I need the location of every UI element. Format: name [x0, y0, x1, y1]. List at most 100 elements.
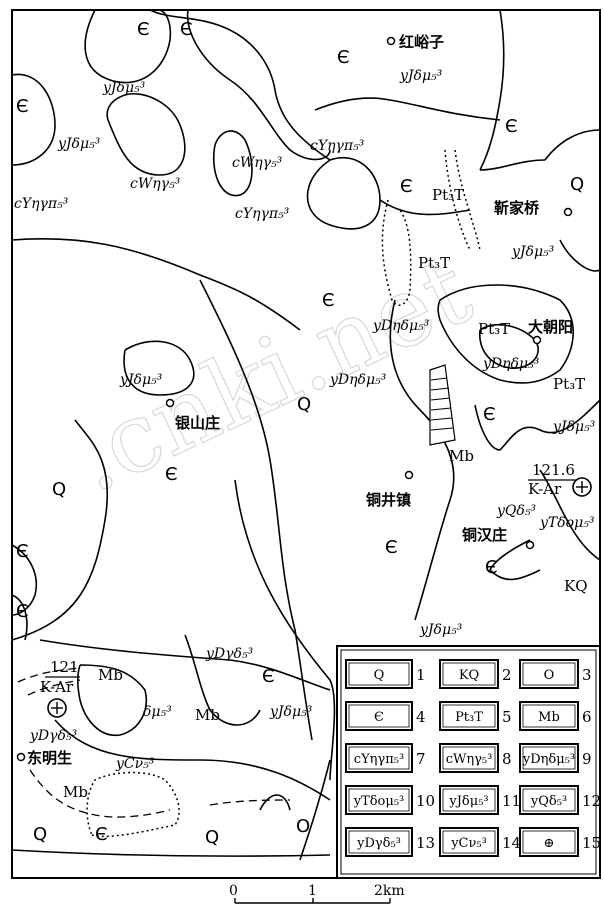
legend-number: 9 [582, 750, 592, 768]
scale-tick-2km: 2km [374, 883, 405, 899]
rock-label-yJ: yJδμ₅³ [102, 80, 146, 96]
rock-label-yDg: yDγδ₅³ [29, 728, 78, 744]
village-marker [563, 207, 573, 217]
legend-swatch [345, 743, 413, 773]
legend-symbol: yQδ₅³ [530, 794, 567, 809]
legend-swatch [439, 785, 499, 815]
legend-number: 5 [502, 708, 512, 726]
quaternary-symbol: Q [52, 479, 66, 500]
quaternary-symbol: Q [570, 174, 584, 195]
cambrian-symbol: Є [137, 19, 150, 40]
legend-symbol: yCν₅³ [450, 836, 487, 851]
pt3t-labels: Pt₃T Pt₃T Pt₃T Pt₃T [418, 186, 585, 393]
quaternary-symbol: Q [33, 824, 47, 845]
rock-label-cYe: cYηγπ₅³ [310, 138, 365, 154]
scale-bar: 0 1 2km [229, 883, 405, 904]
cambrian-symbol: Є [16, 601, 29, 622]
dating-method: K-Ar [528, 480, 562, 498]
rock-label-cWe: cWηγ₅³ [232, 155, 283, 171]
marble-label: Mb [98, 666, 123, 684]
cambrian-symbols: Є Є Є Є Є Є Є Є Є Є Є Є Є Є Є [16, 19, 518, 845]
kq-label: KQ [564, 577, 588, 595]
legend-symbol: yTδομ₅³ [353, 794, 405, 809]
legend-item-7: cYηγπ₅³ 7 [345, 743, 426, 773]
legend-number: 11 [502, 792, 521, 810]
rock-label-dm: δμ₅³ [143, 704, 172, 720]
quaternary-symbol: Q [205, 827, 219, 848]
cambrian-symbol: Є [505, 116, 518, 137]
pt3t-label: Pt₃T [553, 375, 585, 393]
pt3t-label: Pt₃T [478, 320, 510, 338]
legend-number: 12 [582, 792, 601, 810]
ordovician-symbol: O [296, 816, 310, 837]
legend-number: 8 [502, 750, 512, 768]
rock-label-cYe: cYηγπ₅³ [235, 206, 290, 222]
scale-tick-1: 1 [308, 883, 317, 899]
place-tongjingzhen: 铜井镇 [366, 491, 411, 509]
legend-number: 7 [416, 750, 426, 768]
legend-item-15: ⊕15 [519, 827, 601, 857]
place-tonghanzhuang: 铜汉庄 [462, 526, 507, 544]
village-marker [165, 398, 175, 408]
rock-label-cWe: cWηγ₅³ [130, 176, 181, 192]
legend-swatch [439, 701, 499, 731]
legend-swatch [345, 785, 413, 815]
rock-label-yC: yCν₅³ [115, 756, 155, 772]
dating-point-1: 121.6 K-Ar [528, 461, 592, 498]
rock-label-yJ: yJδμ₅³ [57, 136, 101, 152]
dotted-contacts [86, 149, 481, 838]
cambrian-symbol: Є [180, 19, 193, 40]
marble-label: Mb [63, 783, 88, 801]
rock-label-yJ: yJδμ₅³ [552, 419, 596, 435]
legend-number: 2 [502, 666, 512, 684]
legend-swatch [519, 701, 579, 731]
legend-symbol: ⊕ [544, 836, 555, 851]
place-dongmingsheng: 东明生 [27, 749, 72, 767]
legend-number: 14 [502, 834, 521, 852]
legend-symbol: cYηγπ₅³ [354, 752, 404, 767]
legend-symbol: Є [374, 710, 384, 725]
legend-number: 1 [416, 666, 426, 684]
cambrian-symbol: Є [322, 290, 335, 311]
marble-label: Mb [449, 447, 474, 465]
map-frame [11, 9, 601, 879]
place-dachaoyang: 大朝阳 [528, 318, 573, 336]
rock-label-yJ: yJδμ₅³ [511, 244, 555, 260]
rock-label-yDe: yDηδμ₅³ [372, 318, 430, 334]
legend-swatch [439, 827, 499, 857]
rock-label-yQ: yQδ₅³ [496, 503, 536, 519]
rock-label-yT: yTδομ₅³ [539, 515, 595, 531]
marble-label: Mb [195, 706, 220, 724]
dating-point-2: 121 K-Ar [40, 658, 80, 718]
legend-swatch [439, 659, 499, 689]
legend-symbol: O [544, 668, 555, 683]
cambrian-symbol: Є [262, 666, 275, 687]
legend-symbol: Q [374, 668, 385, 683]
cambrian-symbol: Є [385, 537, 398, 558]
cambrian-symbol: Є [165, 464, 178, 485]
village-marker [404, 470, 414, 480]
cambrian-symbol: Є [16, 541, 29, 562]
rock-label-yJ: yJδμ₅³ [399, 68, 443, 84]
rock-label-cYe: cYηγπ₅³ [14, 196, 69, 212]
village-marker [532, 335, 542, 345]
legend-item-12: yQδ₅³ 12 [519, 785, 601, 815]
cambrian-symbol: Є [483, 404, 496, 425]
rock-label-yDe: yDηδμ₅³ [329, 372, 387, 388]
scale-tick-0: 0 [229, 883, 238, 899]
village-marker [386, 36, 396, 46]
cambrian-symbol: Є [16, 96, 29, 117]
cambrian-symbol: Є [400, 176, 413, 197]
legend-number: 4 [416, 708, 426, 726]
quaternary-symbols: Q Q Q Q Q [33, 174, 584, 848]
legend-number: 6 [582, 708, 592, 726]
